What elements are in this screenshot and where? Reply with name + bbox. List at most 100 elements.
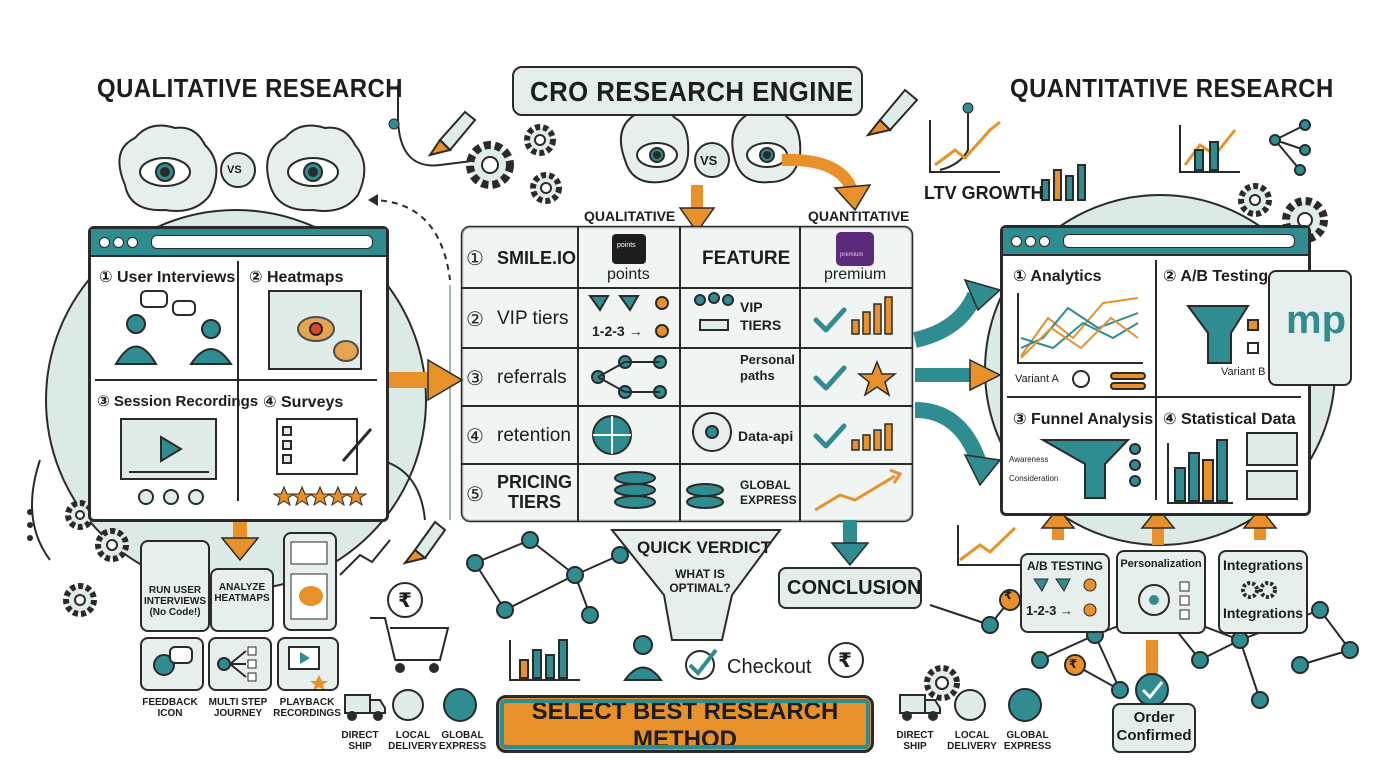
ship-direct-label: DIRECT SHIP: [896, 730, 934, 752]
conclusion-label: CONCLUSION: [787, 577, 922, 599]
matrix-header-qualitative: QUALITATIVE: [584, 208, 676, 224]
vs-label-center: VS: [700, 153, 718, 168]
rupee-icon: ₹: [1004, 588, 1013, 602]
card-analyze-heatmaps[interactable]: ANALYZE HEATMAPS: [210, 568, 274, 632]
rupee-icon: ₹: [1069, 657, 1078, 671]
card-heatmap-preview[interactable]: [283, 532, 337, 631]
card-label: A/B TESTING: [1026, 559, 1103, 573]
logo-text-points: points: [617, 242, 636, 249]
qualitative-window: ① User Interviews ② Heatmaps ③ Session R…: [88, 226, 389, 522]
quadrant-heatmaps[interactable]: ② Heatmaps: [249, 269, 344, 286]
card-multi-step-journey[interactable]: [208, 637, 272, 691]
row-number: ②: [466, 309, 484, 331]
quadrant-surveys[interactable]: ④ Surveys: [263, 394, 344, 411]
window-dot: [1039, 236, 1050, 247]
network-icon: [1269, 119, 1311, 176]
cart-icon: [370, 582, 450, 673]
feature-global-express: GLOBAL EXPRESS: [740, 478, 797, 507]
mp-logo-icon: mp: [1286, 298, 1346, 342]
quadrant-session-recordings[interactable]: ③ Session Recordings: [97, 393, 259, 410]
truck-icon: [344, 688, 1042, 722]
quantitative-heading: QUANTITATIVE RESEARCH: [1010, 73, 1334, 103]
card-personalization[interactable]: Personalization: [1116, 550, 1206, 634]
quantitative-window: ① Analytics ② A/B Testing ③ Funnel Analy…: [1000, 225, 1311, 516]
window-dot: [99, 237, 110, 248]
feature-data-api: Data-api: [738, 428, 794, 444]
verdict-question: WHAT IS OPTIMAL?: [669, 567, 731, 595]
row-label-vip-tiers[interactable]: VIP tiers: [497, 308, 569, 329]
personalization-logo-panel: mp: [1268, 270, 1352, 386]
brain-eye-icon-center: [620, 106, 802, 184]
url-bar[interactable]: [1063, 234, 1295, 248]
quadrant-statistical-data[interactable]: ④ Statistical Data: [1163, 411, 1296, 428]
col-header-feature: FEATURE: [702, 248, 791, 269]
conclusion-box[interactable]: CONCLUSION: [778, 567, 922, 609]
row-number: ⑤: [466, 484, 484, 506]
quadrant-analytics[interactable]: ① Analytics: [1013, 268, 1102, 285]
ltv-growth-label: LTV GROWTH: [924, 183, 1044, 203]
vs-label-left: VS: [227, 164, 242, 176]
matrix-header-quantitative: QUANTITATIVE: [808, 208, 910, 224]
qualitative-illustrations: [114, 290, 373, 507]
card-sub: 1-2-3 →: [1026, 603, 1073, 618]
col-caption-points: points: [607, 266, 650, 283]
card-ab-testing[interactable]: A/B TESTING 1-2-3 →: [1020, 553, 1110, 633]
playback-recordings-label: PLAYBACK RECORDINGS: [273, 697, 341, 719]
row-label-pricing-tiers[interactable]: PRICING TIERS: [497, 472, 573, 512]
card-label: ANALYZE HEATMAPS: [214, 582, 270, 604]
quadrant-ab-testing[interactable]: ② A/B Testing: [1163, 268, 1269, 285]
card-feedback-icon[interactable]: [140, 637, 204, 691]
tier-sequence: 1-2-3 →: [592, 323, 643, 339]
order-confirmed-box: Order Confirmed: [1112, 703, 1196, 753]
gear-icon: [1241, 581, 1277, 599]
ship-local-label: LOCAL DELIVERY: [388, 730, 438, 752]
funnel-stage-consideration: Consideration: [1009, 474, 1059, 483]
trend-chart-icon: [929, 120, 1240, 201]
feedback-icon-label: FEEDBACK ICON: [142, 697, 198, 719]
quantitative-illustrations: [1017, 293, 1298, 504]
window-dot: [1025, 236, 1036, 247]
quadrant-funnel-analysis[interactable]: ③ Funnel Analysis: [1013, 411, 1154, 428]
feature-personal-paths: Personal paths: [740, 352, 795, 383]
card-label: Personalization: [1120, 558, 1202, 570]
rocket-icon: [402, 88, 919, 565]
rupee-icon: ₹: [398, 590, 412, 612]
window-titlebar: [91, 229, 386, 257]
engine-title-box: CRO RESEARCH ENGINE: [512, 66, 863, 116]
card-label: Integrations: [1222, 557, 1304, 573]
card-integrations[interactable]: Integrations Integrations: [1218, 550, 1308, 634]
row-label-referrals[interactable]: referrals: [497, 367, 567, 388]
card-run-user-interviews[interactable]: RUN USER INTERVIEWS (No Code!): [140, 540, 210, 632]
qualitative-heading: QUALITATIVE RESEARCH: [97, 73, 404, 103]
rupee-icon: ₹: [838, 650, 852, 672]
variant-a-label: Variant A: [1015, 373, 1059, 385]
card-sub: Integrations: [1222, 605, 1304, 621]
row-label-smile-io[interactable]: SMILE.IO: [497, 248, 577, 268]
card-playback-recordings[interactable]: [277, 637, 339, 691]
brain-eye-icon-left: [118, 124, 366, 212]
row-number: ③: [466, 368, 484, 390]
card-label: RUN USER INTERVIEWS (No Code!): [143, 585, 207, 618]
row-number: ④: [466, 426, 484, 448]
engine-title: CRO RESEARCH ENGINE: [530, 76, 854, 107]
feature-vip-tiers: VIP TIERS: [740, 299, 782, 333]
window-titlebar: [1003, 228, 1308, 256]
url-bar[interactable]: [151, 235, 373, 249]
quadrant-user-interviews[interactable]: ① User Interviews: [99, 269, 236, 286]
window-dot: [127, 237, 138, 248]
funnel-icon: [1033, 578, 1097, 617]
order-confirmed-label: Order Confirmed: [1116, 709, 1192, 744]
ship-direct-label: DIRECT SHIP: [341, 730, 379, 752]
play-icon: [288, 646, 328, 691]
brain-icon: [1138, 581, 1190, 620]
variant-b-label: Variant B: [1221, 366, 1266, 378]
checkout-label[interactable]: Checkout: [727, 656, 812, 678]
row-label-retention[interactable]: retention: [497, 425, 571, 446]
logo-text-premium: premium: [840, 252, 864, 258]
chat-icon: [153, 646, 193, 676]
funnel-stage-awareness: Awareness: [1009, 455, 1049, 464]
multi-step-journey-label: MULTI STEP JOURNEY: [208, 697, 268, 719]
select-best-research-method-button[interactable]: SELECT BEST RESEARCH METHOD: [496, 695, 874, 753]
star-rating: [272, 485, 368, 507]
